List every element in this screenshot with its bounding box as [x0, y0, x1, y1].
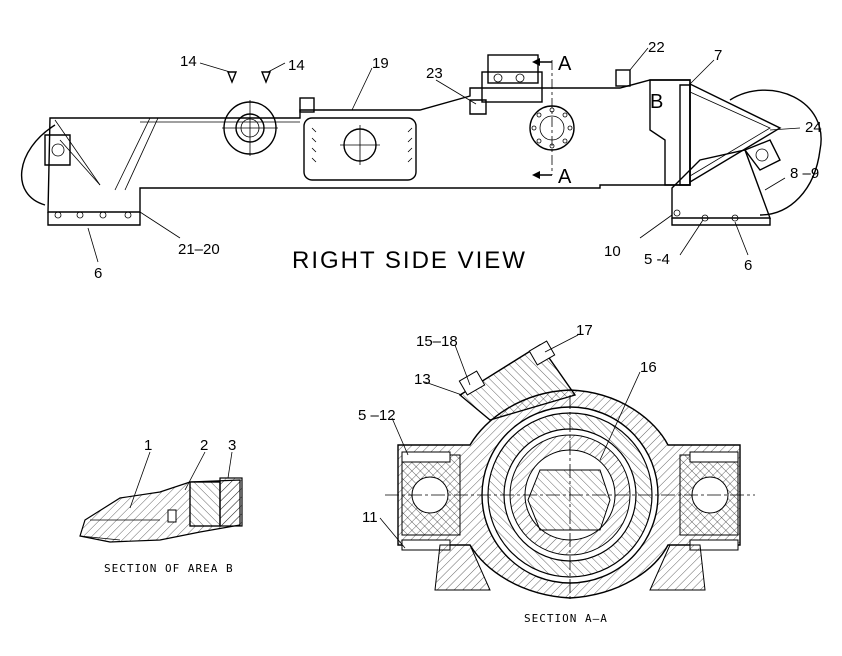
right-side-view-title: RIGHT SIDE VIEW: [292, 247, 527, 274]
callout-6-right: 6: [744, 257, 752, 274]
bolt-top-right: [689, 451, 739, 463]
callout-17: 17: [576, 322, 593, 339]
grease-fitting-right: [260, 71, 272, 84]
inspection-cover: [303, 117, 417, 181]
left-guard: [47, 212, 141, 226]
section-aa-caption: SECTION A–A: [524, 612, 608, 625]
section-marker-a-top: A: [558, 53, 572, 75]
callout-2: 2: [200, 437, 208, 454]
valve-housing: [487, 54, 539, 84]
leaders-right-side: [87, 47, 801, 263]
right-side-view: [21, 47, 822, 263]
callout-22: 22: [648, 39, 665, 56]
part-22: [615, 69, 631, 87]
left-idler-arc: [21, 124, 56, 206]
callout-16: 16: [640, 359, 657, 376]
right-guard: [671, 149, 772, 219]
section-area-b-caption: SECTION OF AREA B: [104, 562, 234, 575]
callout-6-left: 6: [94, 265, 102, 282]
left-bracket: [44, 134, 71, 166]
callout-14-right: 14: [288, 57, 305, 74]
area-b-marker: B: [650, 91, 663, 113]
callout-23: 23: [426, 65, 443, 82]
cone-guard: [689, 82, 782, 184]
callout-3: 3: [228, 437, 236, 454]
bolt-top-left: [401, 451, 451, 463]
section-marker-a-bottom: A: [558, 166, 572, 188]
callout-13: 13: [414, 371, 431, 388]
right-bracket: [743, 139, 781, 171]
callout-21-20: 21–20: [178, 241, 220, 258]
track-frame-body: [47, 79, 691, 213]
callout-15-18: 15–18: [416, 333, 458, 350]
callout-5-4: 5 -4: [644, 251, 670, 268]
callout-24: 24: [805, 119, 822, 136]
section-area-b: [79, 451, 243, 543]
callout-7: 7: [714, 47, 722, 64]
callout-14-left: 14: [180, 53, 197, 70]
callout-10: 10: [604, 243, 621, 260]
grease-fitting-left: [226, 71, 238, 84]
right-idler-arc: [729, 89, 822, 216]
callout-19: 19: [372, 55, 389, 72]
valve-body: [458, 344, 577, 421]
callout-11: 11: [362, 509, 378, 526]
callout-8-9: 8 –9: [790, 165, 819, 182]
callout-5-12: 5 –12: [358, 407, 396, 424]
section-a-a: [379, 334, 755, 600]
shaft-hub: [527, 469, 611, 531]
callout-1: 1: [144, 437, 152, 454]
